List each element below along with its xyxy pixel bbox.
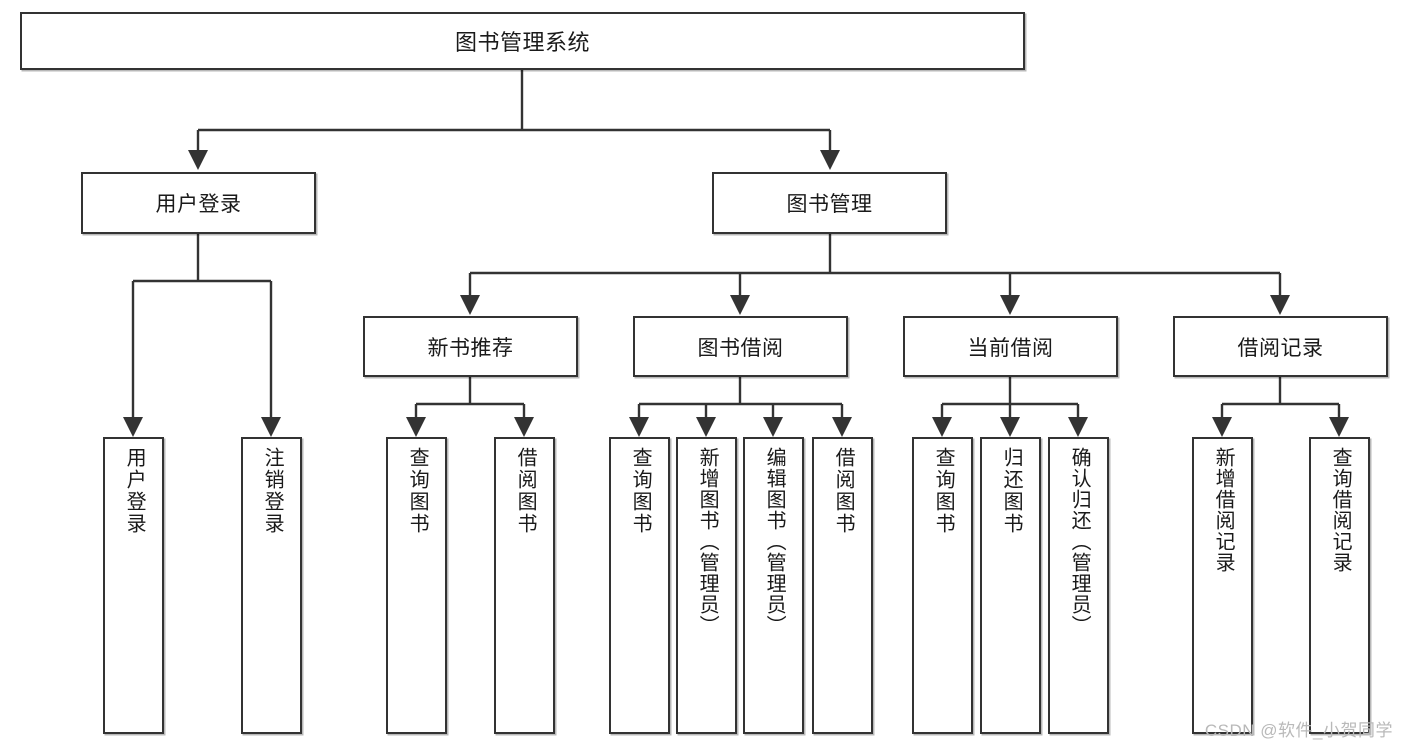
node-borrow-record[interactable]: 借阅记录 bbox=[1173, 316, 1388, 377]
leaf-user-logout[interactable]: 注销登录 bbox=[241, 437, 302, 734]
edge-currentborrow-to-leaves bbox=[932, 377, 1088, 437]
node-label: 新增借阅记录 bbox=[1212, 447, 1235, 573]
leaf-current-confirm-return-admin[interactable]: 确认归还（管理员） bbox=[1048, 437, 1109, 734]
edge-root-to-level2 bbox=[188, 70, 840, 170]
node-label: 归还图书 bbox=[1000, 447, 1023, 535]
node-label: 借阅图书 bbox=[832, 447, 855, 535]
watermark-text: CSDN @软件_小贺同学 bbox=[1204, 721, 1393, 740]
edge-bookmanage-to-level3 bbox=[460, 234, 1290, 315]
node-label: 图书借阅 bbox=[697, 336, 784, 360]
leaf-record-query-borrow-record[interactable]: 查询借阅记录 bbox=[1309, 437, 1370, 734]
node-current-borrow[interactable]: 当前借阅 bbox=[903, 316, 1118, 377]
node-label: 确认归还（管理员） bbox=[1068, 447, 1091, 636]
edge-borrowrecord-to-leaves bbox=[1212, 377, 1349, 437]
node-book-management[interactable]: 图书管理 bbox=[712, 172, 947, 234]
leaf-current-query-book[interactable]: 查询图书 bbox=[912, 437, 973, 734]
node-root-book-management-system[interactable]: 图书管理系统 bbox=[20, 12, 1025, 70]
node-label: 查询图书 bbox=[932, 447, 955, 535]
leaf-user-login[interactable]: 用户登录 bbox=[103, 437, 164, 734]
leaf-borrow-add-book-admin[interactable]: 新增图书（管理员） bbox=[676, 437, 737, 734]
node-label: 新书推荐 bbox=[427, 336, 514, 360]
node-label: 用户登录 bbox=[155, 193, 242, 216]
node-label: 编辑图书（管理员） bbox=[763, 447, 786, 636]
node-label: 新增图书（管理员） bbox=[696, 447, 719, 636]
leaf-recommend-borrow-book[interactable]: 借阅图书 bbox=[494, 437, 555, 734]
node-label: 借阅记录 bbox=[1237, 336, 1324, 360]
node-label: 注销登录 bbox=[261, 447, 284, 535]
node-book-borrow[interactable]: 图书借阅 bbox=[633, 316, 848, 377]
node-label: 图书管理 bbox=[786, 193, 873, 216]
node-label: 图书管理系统 bbox=[454, 30, 590, 55]
leaf-borrow-edit-book-admin[interactable]: 编辑图书（管理员） bbox=[743, 437, 804, 734]
leaf-borrow-do-borrow-book[interactable]: 借阅图书 bbox=[812, 437, 873, 734]
node-label: 借阅图书 bbox=[514, 447, 537, 535]
node-label: 用户登录 bbox=[123, 447, 146, 535]
leaf-current-return-book[interactable]: 归还图书 bbox=[980, 437, 1041, 734]
edge-newbook-to-leaves bbox=[406, 377, 534, 437]
node-label: 查询图书 bbox=[629, 447, 652, 535]
node-user-login[interactable]: 用户登录 bbox=[81, 172, 316, 234]
edge-userlogin-to-leaves bbox=[123, 234, 281, 437]
leaf-record-add-borrow-record[interactable]: 新增借阅记录 bbox=[1192, 437, 1253, 734]
node-label: 查询图书 bbox=[406, 447, 429, 535]
edge-bookborrow-to-leaves bbox=[629, 377, 852, 437]
node-label: 当前借阅 bbox=[967, 336, 1054, 360]
leaf-borrow-query-book[interactable]: 查询图书 bbox=[609, 437, 670, 734]
node-label: 查询借阅记录 bbox=[1329, 447, 1352, 573]
node-new-book-recommendation[interactable]: 新书推荐 bbox=[363, 316, 578, 377]
leaf-recommend-query-book[interactable]: 查询图书 bbox=[386, 437, 447, 734]
